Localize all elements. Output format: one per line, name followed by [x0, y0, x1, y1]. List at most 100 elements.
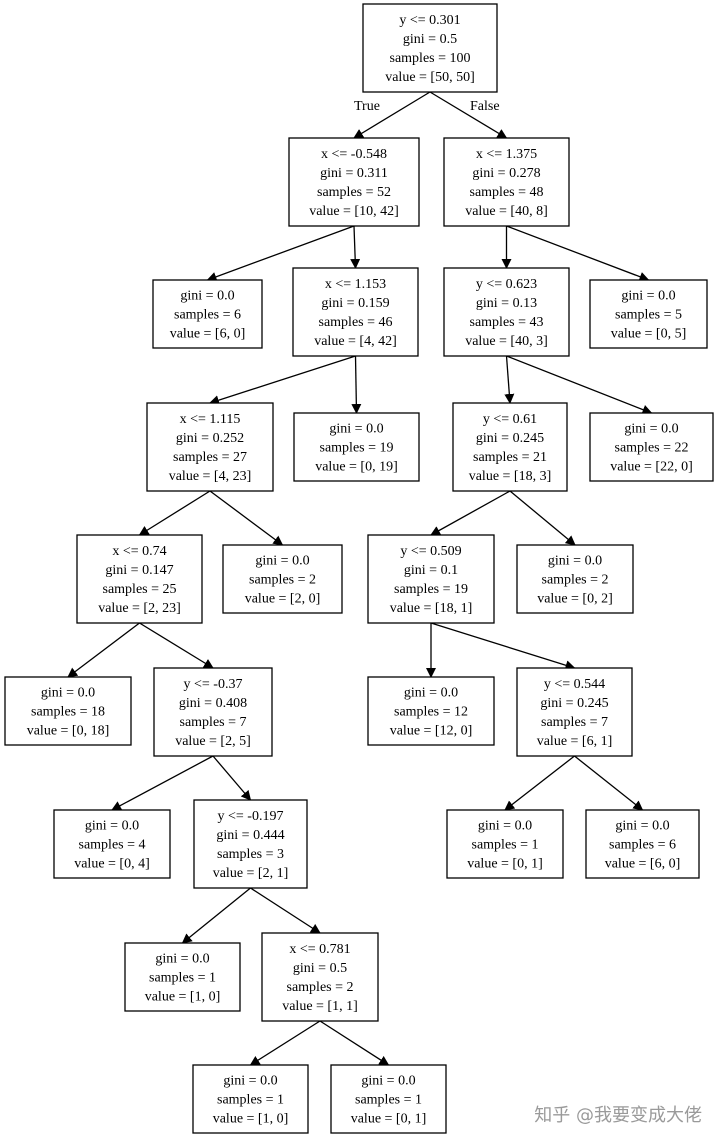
node-line: samples = 6 [609, 838, 676, 853]
node-line: value = [2, 23] [98, 601, 181, 616]
node-line: value = [0, 18] [27, 724, 110, 739]
node-box [124, 942, 241, 1012]
node-line: gini = 0.0 [621, 289, 675, 304]
node-box [516, 667, 633, 757]
edge-n4-n8 [351, 355, 362, 414]
node-line: y <= 0.509 [400, 544, 461, 559]
tree-node-n7: x <= 1.115 gini = 0.252 samples = 27 value … [146, 402, 274, 492]
node-box [367, 534, 495, 624]
node-box [330, 1064, 447, 1134]
node-line: value = [0, 1] [351, 1112, 427, 1127]
node-line: gini = 0.0 [624, 422, 678, 437]
node-box [192, 1064, 309, 1134]
edge-n13-n18 [430, 622, 576, 671]
node-line: gini = 0.159 [321, 296, 389, 311]
node-line: gini = 0.0 [329, 422, 383, 437]
node-box [76, 534, 203, 624]
node-line: samples = 22 [615, 441, 689, 456]
node-line: gini = 0.444 [216, 828, 284, 843]
node-line: value = [1, 0] [213, 1112, 289, 1127]
node-line: value = [2, 1] [213, 866, 289, 881]
node-line: value = [1, 1] [282, 999, 358, 1014]
node-line: samples = 52 [317, 185, 391, 200]
node-line: value = [40, 8] [465, 204, 548, 219]
node-line: samples = 27 [173, 450, 247, 465]
node-line: value = [50, 50] [385, 70, 475, 85]
node-line: samples = 7 [180, 715, 247, 730]
node-box [146, 402, 274, 492]
edge-n7-n12 [209, 490, 284, 546]
node-line: gini = 0.278 [472, 166, 540, 181]
node-line: gini = 0.0 [223, 1074, 277, 1089]
node-line: samples = 2 [542, 573, 609, 588]
edge-n24-n25 [249, 1020, 321, 1066]
edge-n11-n16 [139, 622, 214, 669]
node-line: gini = 0.252 [176, 431, 244, 446]
node-line: x <= 0.781 [289, 942, 350, 957]
node-line: samples = 18 [31, 705, 105, 720]
node-line: samples = 7 [541, 715, 608, 730]
node-line: samples = 1 [355, 1093, 422, 1108]
edge-n0-n1 [353, 91, 431, 139]
node-line: y <= 0.544 [544, 677, 605, 692]
node-box [193, 799, 308, 889]
node-line: x <= -0.548 [321, 147, 387, 162]
node-line: gini = 0.0 [41, 686, 95, 701]
edge-n18-n21 [504, 755, 575, 811]
node-line: samples = 12 [394, 705, 468, 720]
node-line: samples = 1 [149, 971, 216, 986]
node-line: value = [0, 2] [537, 592, 613, 607]
edge-n5-n9 [504, 355, 515, 404]
node-line: gini = 0.311 [320, 166, 388, 181]
node-line: samples = 3 [217, 847, 284, 862]
node-line: value = [6, 1] [537, 734, 613, 749]
node-line: gini = 0.13 [476, 296, 537, 311]
edge-n1-n4 [350, 225, 361, 269]
tree-node-n10: gini = 0.0 samples = 22 value = [22, 0] [589, 412, 714, 482]
node-line: value = [22, 0] [610, 460, 693, 475]
node-line: samples = 4 [79, 838, 146, 853]
node-box [288, 137, 420, 227]
node-line: samples = 1 [472, 838, 539, 853]
node-line: samples = 21 [473, 450, 547, 465]
node-box [292, 267, 419, 357]
node-line: x <= 1.115 [180, 412, 241, 427]
node-box [261, 932, 379, 1022]
edge-n11-n15 [67, 622, 140, 678]
node-line: gini = 0.1 [404, 563, 458, 578]
node-line: gini = 0.0 [255, 554, 309, 569]
node-line: gini = 0.0 [155, 952, 209, 967]
node-box [446, 809, 564, 879]
node-line: gini = 0.0 [615, 819, 669, 834]
node-line: y <= 0.301 [399, 13, 460, 28]
tree-node-n14: gini = 0.0 samples = 2 value = [0, 2] [516, 544, 634, 614]
node-line: samples = 25 [103, 582, 177, 597]
watermark: 知乎 @我要变成大佬 [534, 1105, 702, 1126]
node-line: value = [0, 19] [315, 460, 398, 475]
node-box [589, 412, 714, 482]
node-line: value = [2, 5] [175, 734, 251, 749]
node-line: value = [4, 42] [314, 334, 397, 349]
node-box [589, 279, 708, 349]
node-line: gini = 0.0 [361, 1074, 415, 1089]
edge-label-false: False [470, 99, 500, 114]
edge-n4-n7 [209, 355, 356, 405]
node-line: value = [4, 23] [169, 469, 252, 484]
edge-n2-n6 [506, 225, 650, 282]
tree-node-n26: gini = 0.0 samples = 1 value = [0, 1] [330, 1064, 447, 1134]
node-line: gini = 0.0 [548, 554, 602, 569]
node-line: gini = 0.5 [293, 961, 347, 976]
